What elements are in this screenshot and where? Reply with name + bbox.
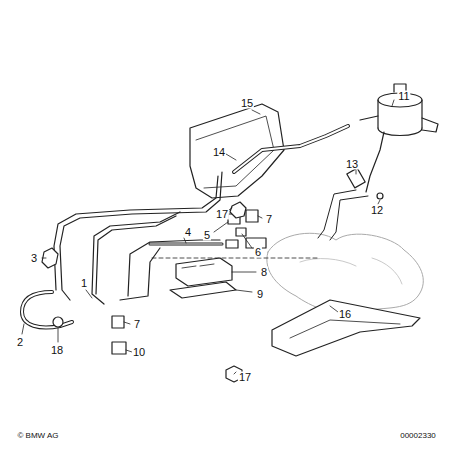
callout-number: 10: [132, 347, 146, 358]
callout-number: 11: [397, 91, 410, 102]
callout-number: 17: [215, 209, 229, 220]
callout-number: 12: [370, 205, 384, 216]
callout-number: 14: [212, 147, 226, 158]
callout-number: 18: [50, 345, 64, 356]
callout-number: 9: [256, 289, 264, 300]
callout-number: 2: [16, 337, 24, 348]
callout-number: 6: [254, 247, 262, 258]
callout-number: 16: [338, 309, 352, 320]
callout-number: 5: [203, 230, 211, 241]
callout-number: 7: [133, 319, 141, 330]
callout-number: 17: [238, 372, 252, 383]
callout-number: 7: [265, 214, 273, 225]
callout-number: 13: [345, 159, 359, 170]
callout-number: 3: [30, 253, 38, 264]
copyright-note: © BMW AG: [16, 432, 59, 440]
callout-number: 8: [260, 267, 268, 278]
callout-number: 4: [184, 227, 192, 238]
drawing-number: 00002330: [399, 432, 437, 440]
callout-number: 1: [80, 278, 88, 289]
callout-number: 15: [240, 98, 254, 109]
